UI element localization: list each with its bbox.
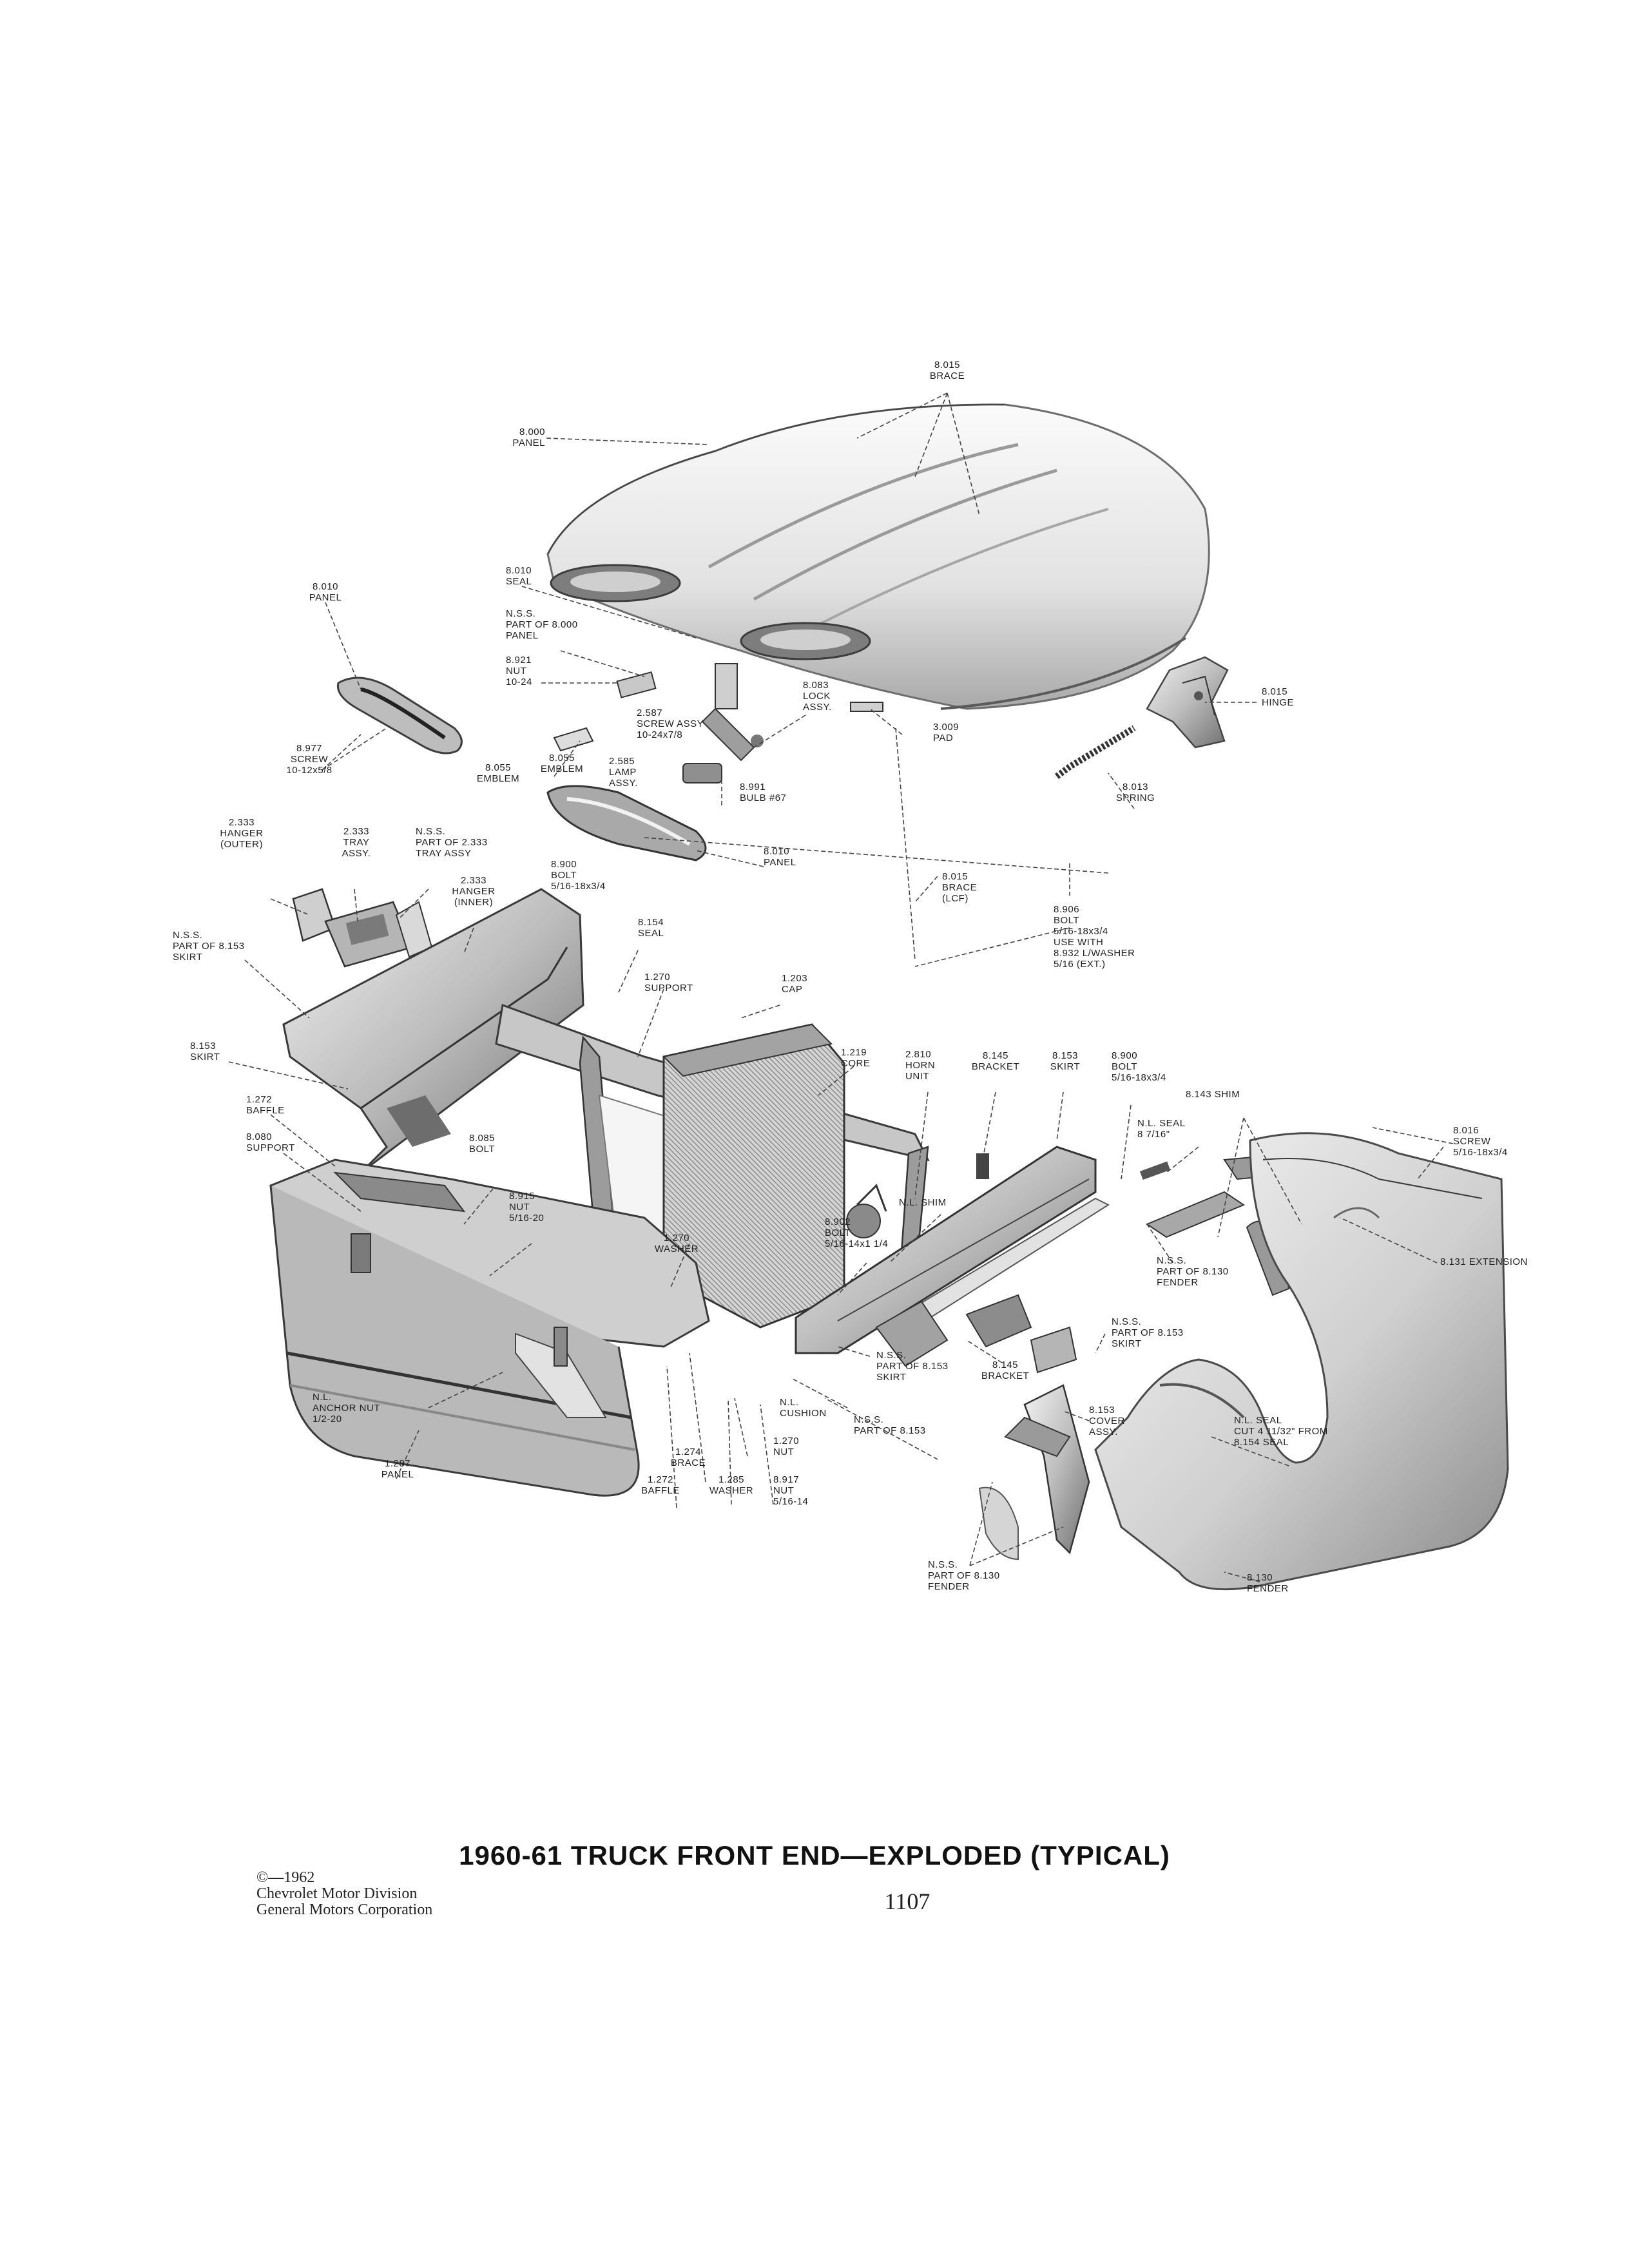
label-shim-8143: 8.143 SHIM	[1186, 1089, 1240, 1100]
label-cushion-nl: N.L.CUSHION	[780, 1397, 827, 1419]
hardware-cluster-drawing	[553, 663, 883, 783]
page-number: 1107	[884, 1888, 930, 1914]
battery-tray-drawing	[292, 888, 433, 968]
label-extension-8131: 8.131 EXTENSION	[1440, 1256, 1528, 1267]
grille-panel-right-drawing	[546, 785, 707, 861]
copyright-line2: General Motors Corporation	[256, 1901, 433, 1918]
center-skirt-drawing	[795, 1146, 1110, 1354]
leader-lines	[228, 392, 1454, 1582]
hood-panel-drawing	[546, 403, 1210, 710]
radiator-core-drawing	[662, 1023, 887, 1329]
label-nss-part-8153-d: N.S.S.PART OF 8.153	[854, 1414, 926, 1436]
copyright-notice: ©—1962 Chevrolet Motor Division General …	[256, 1870, 432, 1918]
right-skirt-drawing	[875, 1152, 1309, 1561]
copyright-year: ©—1962	[256, 1869, 315, 1886]
fender-drawing	[1094, 1132, 1509, 1591]
front-panel-drawing	[269, 1158, 710, 1497]
page-title: 1960-61 TRUCK FRONT END—EXPLODED (TYPICA…	[459, 1840, 1170, 1870]
label-nl-shim: N.L. SHIM	[899, 1197, 947, 1208]
grille-panel-left-drawing	[336, 677, 463, 754]
copyright-line1: Chevrolet Motor Division	[256, 1885, 418, 1902]
